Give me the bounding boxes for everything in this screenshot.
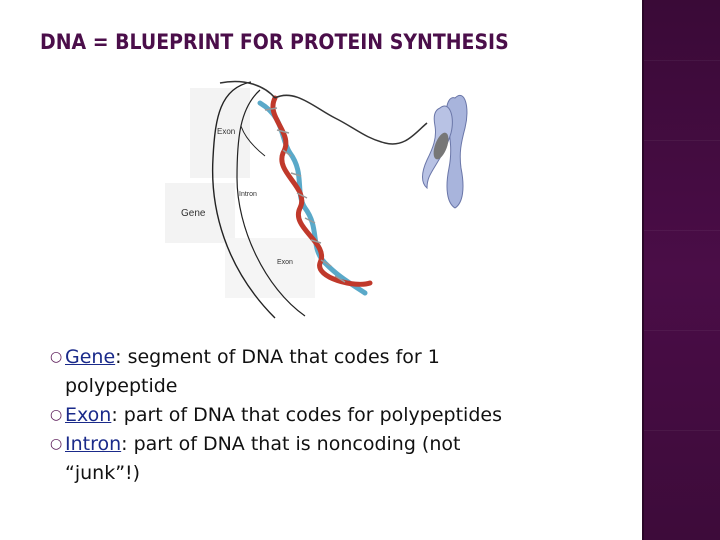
list-item: ○ Gene: segment of DNA that codes for 1 … [50, 343, 630, 401]
ring-bullet-icon: ○ [50, 436, 63, 452]
dna-helix [257, 95, 373, 296]
background-block [225, 238, 315, 298]
band-stripe [644, 330, 720, 331]
ring-bullet-icon: ○ [50, 407, 63, 423]
ring-bullet-icon: ○ [50, 349, 63, 365]
label-gene: Gene [181, 208, 206, 219]
slide-title: DNA = BLUEPRINT FOR PROTEIN SYNTHESIS [40, 30, 509, 54]
definition-text: : segment of DNA that codes for 1 [115, 346, 440, 368]
gene-bracket-outer [211, 81, 276, 319]
list-item: ○ Exon: part of DNA that codes for polyp… [50, 401, 630, 430]
definition-continuation: polypeptide [65, 375, 178, 397]
definition-list: ○ Gene: segment of DNA that codes for 1 … [50, 343, 630, 488]
label-intron: Intron [239, 191, 257, 198]
chromosome-icon [422, 95, 468, 209]
definition-text: : part of DNA that is noncoding (not [121, 433, 461, 455]
term-gene: Gene [65, 346, 116, 368]
label-exon-top: Exon [217, 127, 235, 136]
dna-diagram-svg: Exon Intron Gene Exon [165, 80, 468, 319]
term-exon: Exon [65, 404, 112, 426]
band-stripe [644, 140, 720, 141]
list-item: ○ Intron: part of DNA that is noncoding … [50, 430, 630, 488]
chromatin-thread [274, 94, 428, 145]
decorative-side-band [642, 0, 720, 540]
exon-pointer-line [240, 125, 266, 157]
band-stripe [644, 60, 720, 61]
band-stripe [644, 430, 720, 431]
helix-strand-red [270, 95, 373, 287]
label-exon-bottom: Exon [277, 259, 293, 266]
chromatin-thread [219, 80, 276, 99]
definition-continuation: “junk”!) [65, 462, 141, 484]
definition-text: : part of DNA that codes for polypeptide… [111, 404, 502, 426]
background-block [165, 183, 235, 243]
band-stripe [644, 230, 720, 231]
gene-bracket-inner [236, 89, 306, 317]
term-intron: Intron [65, 433, 122, 455]
dna-gene-diagram: Exon Intron Gene Exon [165, 78, 495, 328]
